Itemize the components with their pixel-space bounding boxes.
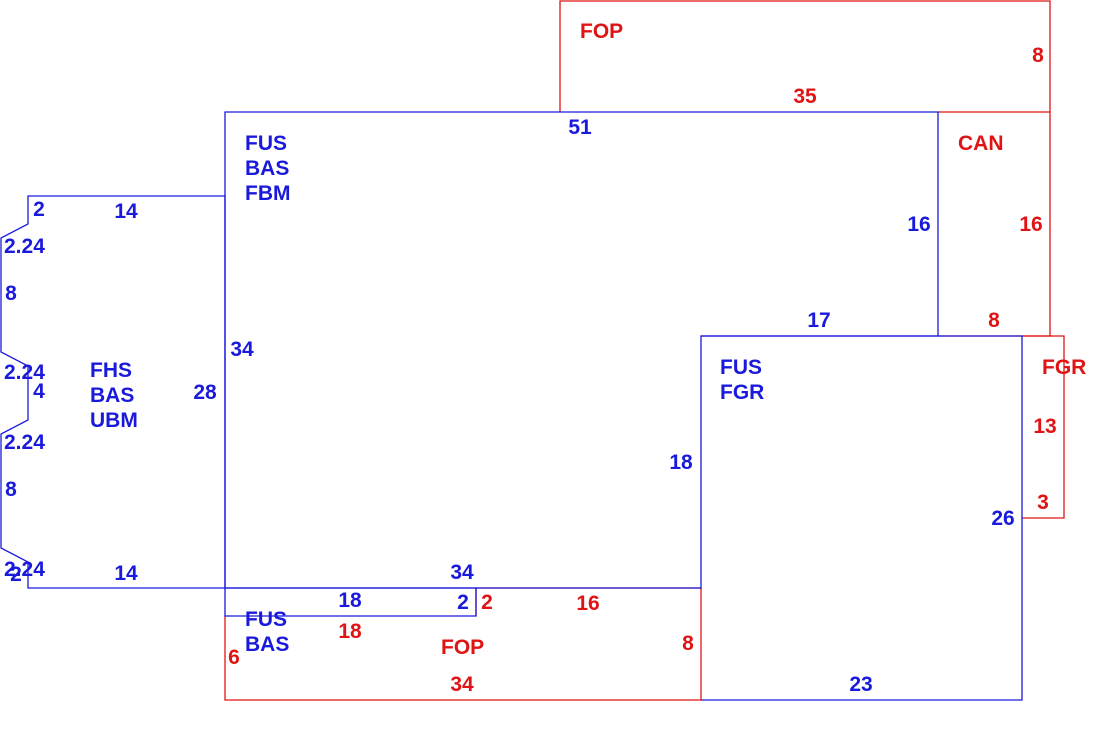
main-fus-bas-fbm-outline	[224, 111, 939, 589]
dim-bottom-fop-bottom: 34	[450, 673, 474, 696]
dim-left-bay-4: 2.24	[4, 558, 45, 581]
area-label-right-1: FUS	[720, 356, 762, 379]
area-label-bottom-1: FUS	[245, 608, 287, 631]
dim-right-left: 18	[669, 451, 693, 474]
area-label-right-2: FGR	[720, 381, 764, 404]
dim-left-bottom: 14	[114, 562, 138, 585]
area-label-main-3: FBM	[245, 182, 291, 205]
dim-left-bay-3: 2.24	[4, 431, 45, 454]
dim-can-right: 16	[1019, 213, 1042, 236]
dim-right-bottom: 23	[849, 673, 872, 696]
side-fgr-outline	[1022, 335, 1065, 519]
dim-left-side-1: 8	[5, 282, 17, 305]
bottom-fus-bas-outline	[224, 587, 477, 617]
dim-top-fop-right: 8	[1032, 44, 1044, 67]
area-label-bottom-fop: FOP	[441, 636, 484, 659]
area-label-left-1: FHS	[90, 359, 132, 382]
dim-left-bottom-step: 2	[10, 563, 22, 586]
dim-left-bay-depth: 4	[33, 380, 45, 403]
dim-left-inner: 28	[193, 381, 217, 404]
dim-left-top-step: 2	[33, 198, 45, 221]
area-label-main-1: FUS	[245, 132, 287, 155]
dim-bottom-fop-step: 2	[481, 591, 493, 614]
dim-bottom-fop-right: 8	[682, 632, 694, 655]
dim-right-right: 26	[991, 507, 1014, 530]
area-label-top-fop: FOP	[580, 20, 623, 43]
dim-main-right: 16	[907, 213, 930, 236]
dim-bottom-inner-top: 18	[338, 589, 362, 612]
dim-left-top: 14	[114, 200, 138, 223]
dim-bottom-fop-top-left: 18	[338, 620, 362, 643]
area-label-canopy: CAN	[958, 132, 1004, 155]
area-label-side-fgr: FGR	[1042, 356, 1086, 379]
top-fop-outline	[559, 0, 1051, 112]
dim-bottom-fop-left: 6	[228, 646, 240, 669]
dim-left-bay-1: 2.24	[4, 235, 45, 258]
dim-fgr-bottom: 3	[1037, 491, 1049, 514]
dim-top-fop-bottom: 35	[793, 85, 817, 108]
dim-right-top: 17	[807, 309, 830, 332]
area-label-bottom-2: BAS	[245, 633, 289, 656]
area-label-main-2: BAS	[245, 157, 289, 180]
dim-bottom-fop-top-right: 16	[576, 592, 599, 615]
dim-main-top: 51	[568, 116, 592, 139]
left-fhs-bas-ubm-outline	[0, 195, 226, 589]
dim-bottom-inner-step: 2	[457, 591, 469, 614]
dim-main-left: 34	[230, 338, 254, 361]
dim-left-bay-2: 2.24	[4, 361, 45, 384]
area-label-left-2: BAS	[90, 384, 134, 407]
dim-main-bottom: 34	[450, 561, 474, 584]
area-label-left-3: UBM	[90, 409, 138, 432]
dim-can-bottom: 8	[988, 309, 1000, 332]
dim-left-side-2: 8	[5, 478, 17, 501]
right-fus-fgr-outline	[701, 335, 1023, 701]
dim-fgr-right: 13	[1033, 415, 1056, 438]
